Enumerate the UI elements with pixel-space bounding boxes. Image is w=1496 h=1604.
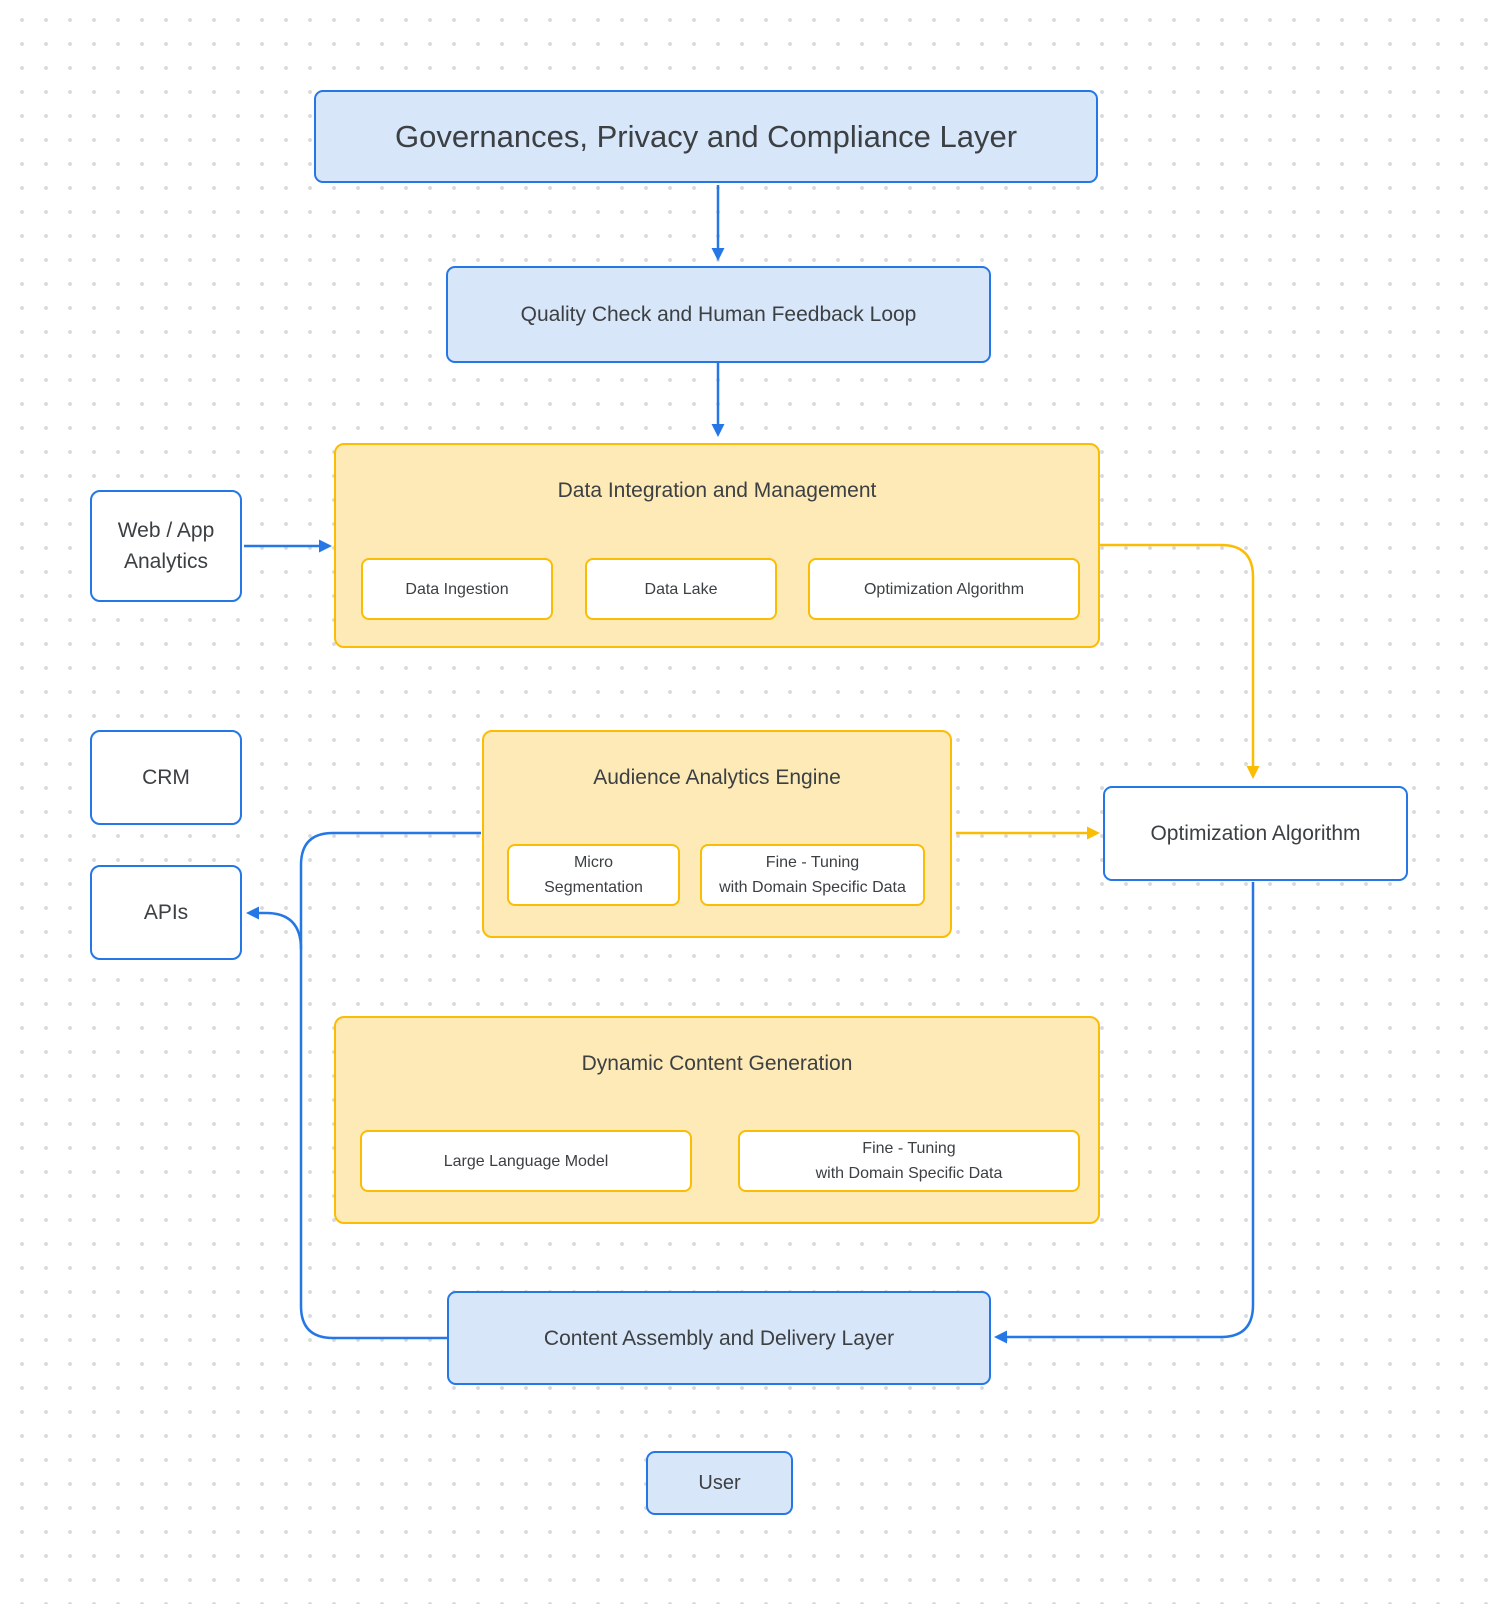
subnode-label: Micro [573,854,614,871]
arrowhead-down-icon [711,248,725,261]
subnode-label: Fine - Tuning [862,1140,956,1157]
group-title: Data Integration and Management [557,479,877,502]
subnode-label: Large Language Model [443,1152,609,1170]
node-web-app-analytics: Web / App Analytics [90,490,242,602]
subnode-micro-segmentation: Micro Segmentation [507,844,680,906]
subnode-fine-tuning: Fine - Tuning with Domain Specific Data [738,1130,1080,1192]
subnode-label: Optimization Algorithm [863,580,1025,598]
connector-audience-analytics-to-optimization [956,826,1100,840]
node-quality-check: Quality Check and Human Feedback Loop [446,266,991,363]
subnode-data-ingestion: Data Ingestion [361,558,553,620]
subnode-label: Data Lake [644,580,718,598]
node-content-assembly: Content Assembly and Delivery Layer [447,1291,991,1385]
connector-content-assembly-to-audience-analytics [299,831,481,1340]
node-governance-layer: Governances, Privacy and Compliance Laye… [314,90,1098,183]
subnode-optimization-algorithm: Optimization Algorithm [808,558,1080,620]
connector-quality-check-to-data-integration [711,363,725,437]
subnode-fine-tuning: Fine - Tuning with Domain Specific Data [700,844,925,906]
subnode-label: with Domain Specific Data [719,879,906,896]
arrowhead-right-icon [1087,826,1100,840]
node-crm: CRM [90,730,242,825]
node-label-line: Web / App [117,519,215,542]
connector-governance-to-quality-check [711,185,725,261]
group-title: Audience Analytics Engine [593,766,841,789]
node-apis: APIs [90,865,242,960]
node-label-line: Analytics [123,550,209,573]
subnode-label: Data Ingestion [405,580,509,598]
connector-web-analytics-to-data-integration [244,539,332,553]
arrowhead-right-icon [319,539,332,553]
group-audience-analytics: Audience Analytics Engine Micro Segmenta… [482,730,952,938]
subnode-label: Fine - Tuning [765,854,860,871]
group-dynamic-content-generation: Dynamic Content Generation Large Languag… [334,1016,1100,1224]
connector-data-integration-to-optimization [1100,543,1260,779]
subnode-data-lake: Data Lake [585,558,777,620]
node-user: User [646,1451,793,1515]
arrowhead-down-icon [711,424,725,437]
arrowhead-left-icon [246,906,259,920]
node-optimization-algorithm: Optimization Algorithm [1103,786,1408,881]
arrowhead-down-icon [1246,766,1260,779]
group-data-integration: Data Integration and Management Data Ing… [334,443,1100,648]
connector-optimization-to-content-assembly [994,882,1255,1344]
arrowhead-left-icon [994,1330,1007,1344]
group-title: Dynamic Content Generation [581,1052,853,1075]
subnode-large-language-model: Large Language Model [360,1130,692,1192]
subnode-label: with Domain Specific Data [815,1165,1003,1182]
connector-branch-to-apis [246,906,303,950]
subnode-label: Segmentation [544,879,643,896]
